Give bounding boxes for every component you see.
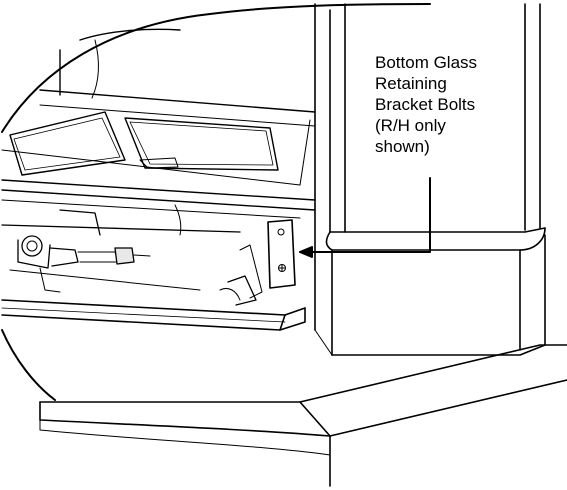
gas-valve-knob: [21, 235, 43, 257]
pilot-connector: [114, 247, 135, 265]
left-glass-panel: [9, 111, 126, 176]
bracket-bolt-upper: [277, 228, 285, 236]
upper-firebox: [1, 28, 316, 186]
callout-line: Bracket Bolts: [375, 95, 476, 114]
glass-retaining-bracket: [267, 219, 296, 289]
callout-line: shown): [375, 137, 430, 156]
callout-line: Retaining: [375, 74, 447, 93]
view-circle-boundary: [1, 3, 431, 133]
front-tray: [1, 299, 306, 331]
callout-label: Bottom Glass Retaining Bracket Bolts (R/…: [375, 52, 505, 157]
callout-line: Bottom Glass: [375, 53, 478, 72]
frame-rails: [1, 179, 316, 219]
callout-pointer: [299, 177, 431, 258]
control-compartment: [1, 204, 296, 306]
view-circle-boundary-lower: [1, 329, 56, 401]
hearth-base: [39, 344, 567, 487]
support-column: [314, 3, 546, 356]
callout-line: (R/H only: [375, 116, 446, 135]
right-glass-panel: [124, 117, 279, 171]
